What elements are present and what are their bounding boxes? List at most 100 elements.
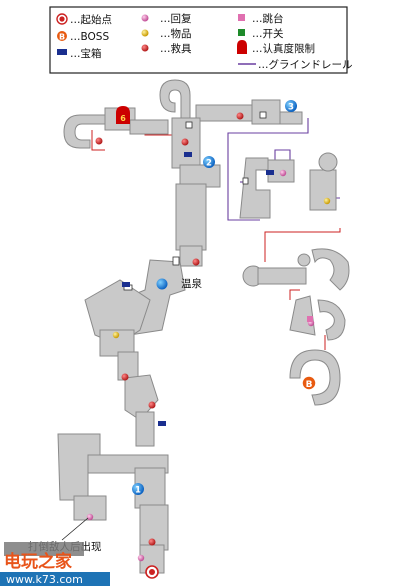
digimon-icon — [141, 44, 149, 52]
legend-lock-label: …认真度限制 — [252, 42, 315, 55]
enemy-icon — [148, 538, 156, 546]
legend-chest-label: …宝箱 — [70, 47, 102, 60]
legend-digimon-label: …救具 — [160, 42, 192, 55]
recover-icon — [137, 554, 145, 562]
item-icon — [141, 29, 149, 37]
hot-spring-label: 温泉 — [181, 277, 202, 290]
red-markers — [95, 112, 244, 546]
zone-2-marker — [203, 156, 215, 168]
legend-boss-label: …BOSS — [70, 31, 109, 43]
zone-1-marker — [132, 483, 144, 495]
legend-grind-label: …グラインドレール — [258, 58, 353, 71]
enemy-icon — [95, 137, 103, 145]
zone-3-label: 3 — [288, 103, 294, 113]
corridor-top — [195, 104, 257, 122]
item-icon — [112, 331, 120, 339]
legend-start-label: …起始点 — [70, 13, 112, 26]
lock-icon — [237, 40, 247, 54]
enemy-icon — [148, 401, 156, 409]
item-icon — [323, 197, 331, 205]
recover-icon — [279, 169, 287, 177]
legend-recover: …回复 — [141, 12, 192, 25]
door-4 — [242, 177, 249, 185]
chest-icon — [122, 282, 130, 287]
room-ne-left — [239, 157, 271, 219]
watermark-banner — [4, 542, 84, 556]
grind-rail-1 — [227, 118, 309, 221]
lock-number: 6 — [120, 114, 126, 123]
recover-icon — [86, 513, 94, 521]
door-1 — [185, 121, 193, 129]
watermark-url-bar — [0, 572, 110, 586]
zone-2-label: 2 — [206, 159, 212, 169]
room-se-middle — [289, 295, 316, 336]
enemy-icon — [181, 138, 189, 146]
boss-marker: B — [301, 375, 317, 391]
jump-icon — [238, 14, 245, 21]
chests — [122, 152, 274, 426]
legend-start: …起始点 — [56, 13, 112, 26]
link-to-south — [264, 228, 341, 262]
rooms — [57, 79, 350, 574]
corridor-top-left — [129, 119, 169, 135]
corridor-zone3 — [279, 111, 303, 125]
room-spiral — [159, 79, 191, 119]
legend-item: …物品 — [141, 27, 192, 40]
legend-boss: B …BOSS — [56, 30, 109, 43]
room-boss-ring — [289, 349, 341, 406]
lock-marker: 6 — [116, 106, 130, 124]
link-mid — [289, 289, 300, 300]
room-column-low — [175, 183, 207, 251]
enemy-icon — [121, 373, 129, 381]
start-icon-core — [59, 16, 65, 22]
legend-grind: …グラインドレール — [238, 58, 353, 71]
room-se-arc — [311, 248, 350, 291]
note-pointer — [61, 517, 89, 541]
enemy-icon — [236, 112, 244, 120]
boss-letter: B — [306, 380, 313, 390]
enemy-icon — [192, 258, 200, 266]
legend-box: …起始点 B …BOSS …宝箱 …回复 …物品 …救具 …跳台 — [49, 6, 353, 74]
door-3 — [172, 256, 180, 266]
chest-icon — [158, 421, 166, 426]
room-ne-round — [318, 152, 338, 172]
zone-markers: 3 2 1 — [132, 100, 297, 496]
lock-icon — [116, 106, 130, 124]
legend-switch-label: …开关 — [252, 27, 284, 40]
room-ne-right — [309, 169, 337, 211]
legend-chest: …宝箱 — [57, 47, 102, 60]
room-top-left-loop — [63, 114, 109, 149]
hot-spring-marker — [156, 278, 168, 290]
legend-item-label: …物品 — [160, 27, 192, 40]
legend-recover-label: …回复 — [160, 12, 192, 25]
legend-switch: …开关 — [238, 27, 284, 40]
boss-icon-letter: B — [59, 33, 65, 42]
door-2 — [259, 111, 267, 119]
room-se-curve — [317, 299, 346, 341]
room-se-small — [297, 253, 311, 267]
start-icon-core — [149, 569, 155, 575]
room-descent — [124, 374, 159, 421]
link-left-lock — [91, 130, 105, 151]
boss-icon — [301, 375, 317, 391]
zone-3-marker — [285, 100, 297, 112]
legend-jump-label: …跳台 — [252, 12, 284, 25]
legend-jump: …跳台 — [238, 12, 284, 25]
item-markers — [112, 197, 331, 339]
chest-icon — [184, 152, 192, 157]
zone-1-label: 1 — [135, 486, 141, 496]
jump-icon — [307, 316, 313, 322]
watermark: 电玩之家 www.k73.com — [0, 542, 110, 586]
start-marker — [145, 565, 159, 579]
corridor-se-top — [257, 267, 307, 285]
room-west — [84, 279, 151, 346]
switch-icon — [238, 29, 245, 36]
corridor-south — [135, 411, 155, 447]
chest-icon — [266, 170, 274, 175]
doors — [123, 111, 267, 291]
chest-icon — [57, 49, 67, 55]
watermark-brand: 电玩之家 — [4, 551, 72, 572]
boss-icon — [56, 30, 68, 42]
